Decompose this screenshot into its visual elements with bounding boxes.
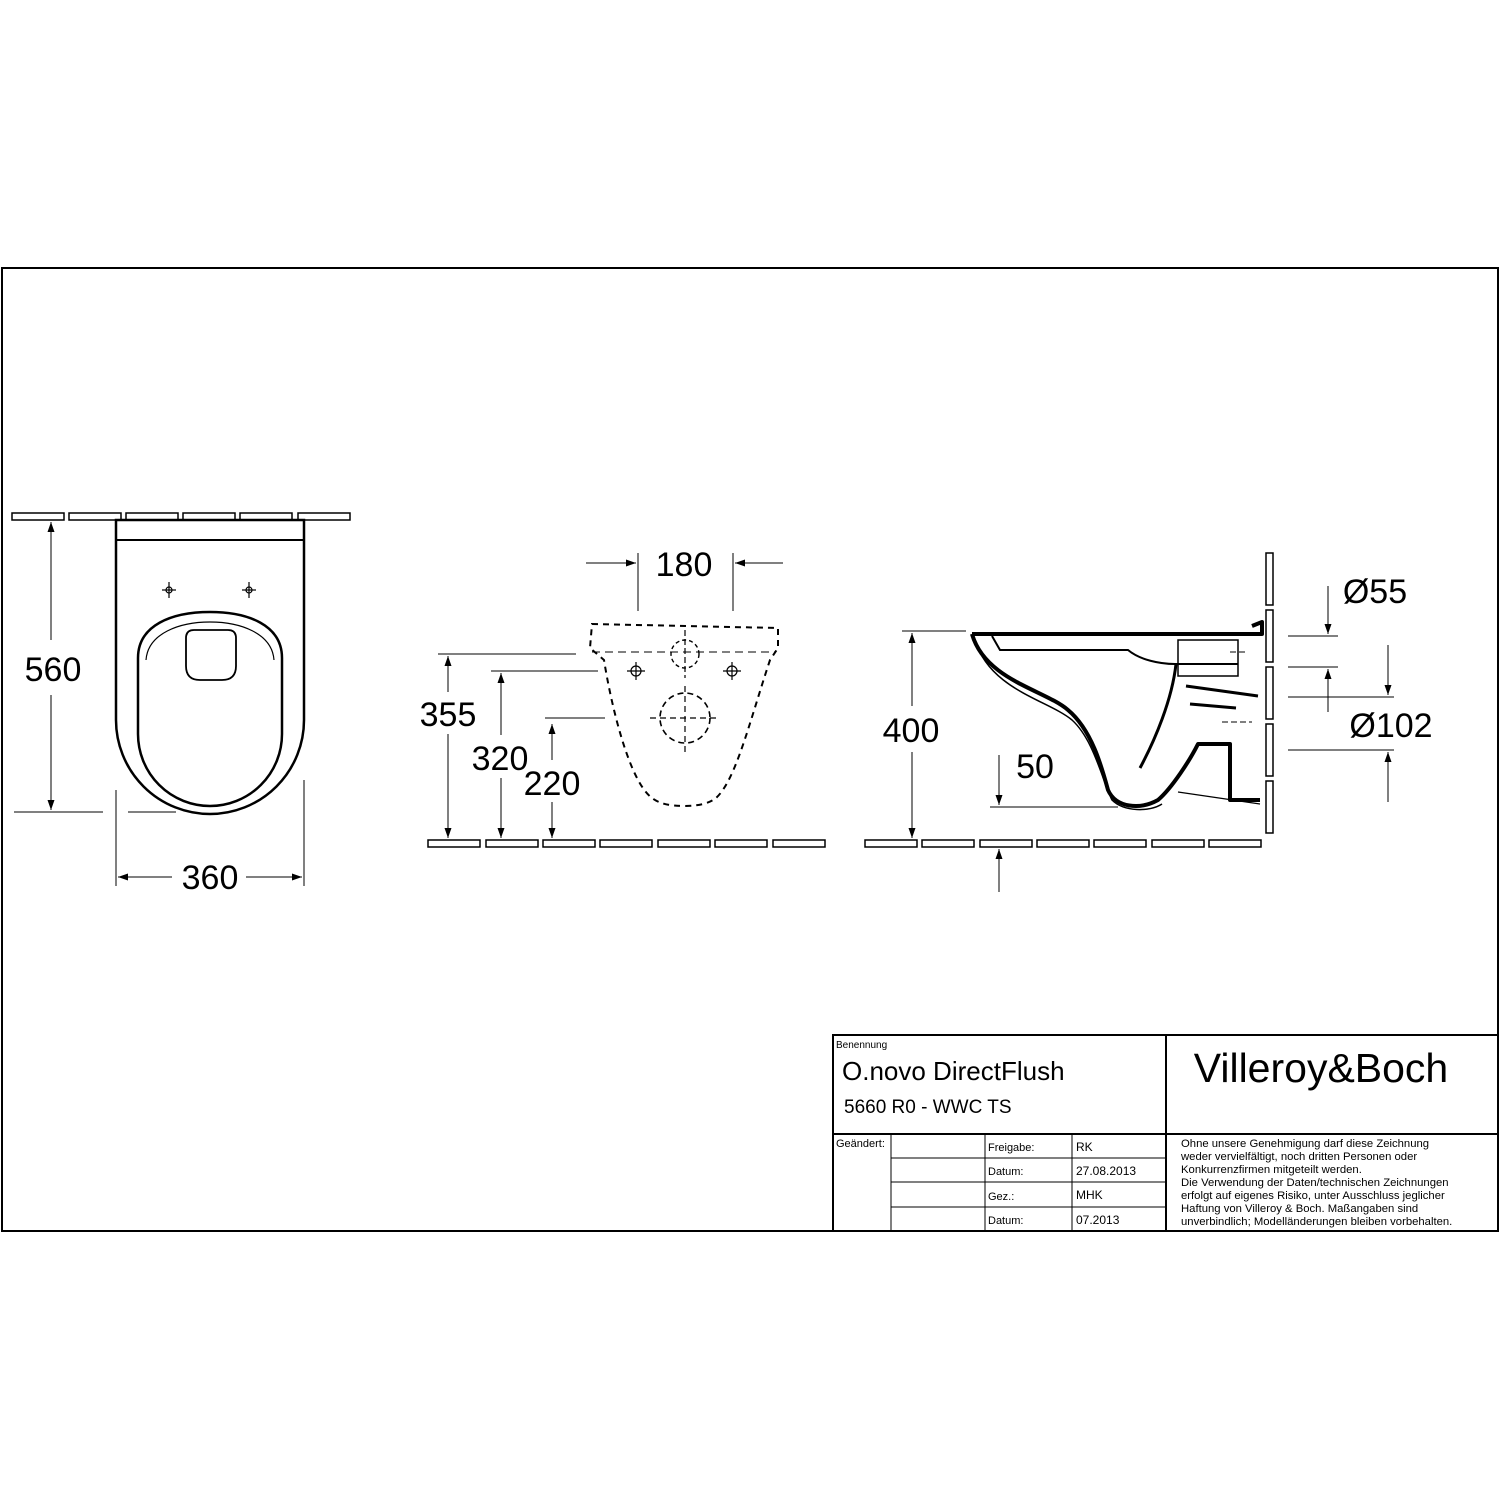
flush-plate-top (185, 629, 237, 681)
dimension-400 (902, 630, 966, 838)
dimension-label-220: 220 (524, 765, 581, 803)
label-geaendert: Geändert: (836, 1138, 885, 1150)
notice-line: Die Verwendung der Daten/technischen Zei… (1181, 1177, 1449, 1189)
bowl-outline-front (588, 622, 779, 808)
dimension-label-fixing: 180 (656, 546, 713, 584)
notice-line: Haftung von Villeroy & Boch. Maßangaben … (1181, 1203, 1418, 1215)
label-benennung: Benennung (836, 1040, 887, 1051)
dimension-label-d102: Ø102 (1349, 707, 1432, 745)
dimension-180 (586, 553, 783, 611)
bolt-icon (627, 662, 741, 680)
row-label-datum: Datum: (988, 1166, 1023, 1178)
notice-line: weder vervielfältigt, noch dritten Perso… (1180, 1151, 1417, 1163)
row-value-gez: MHK (1076, 1188, 1103, 1202)
dimension-label-320: 320 (472, 740, 529, 778)
product-name: O.novo DirectFlush (842, 1056, 1065, 1086)
dimension-d102 (1288, 645, 1394, 802)
floor-hatch-side (864, 839, 1262, 848)
row-label-datum-2: Datum: (988, 1215, 1023, 1227)
bowl-outline-top (114, 518, 306, 816)
dimension-label-width: 360 (182, 859, 239, 897)
dimension-label-355: 355 (420, 696, 477, 734)
dimension-label-offset: 50 (1016, 748, 1054, 786)
notice-line: Konkurrenzfirmen mitgeteilt werden. (1181, 1164, 1362, 1176)
dimension-560 (14, 522, 176, 813)
dimension-heights-front (438, 653, 605, 838)
notice-line: unverbindlich; Modelländerungen bleiben … (1181, 1216, 1452, 1228)
dimension-label-d55: Ø55 (1343, 573, 1407, 611)
article-number: 5660 R0 - WWC TS (844, 1097, 1012, 1118)
notice-line: Ohne unsere Genehmigung darf diese Zeich… (1181, 1138, 1429, 1150)
dimension-d55 (1288, 586, 1338, 712)
title-block: Benennung O.novo DirectFlush 5660 R0 - W… (832, 1034, 1499, 1232)
dimension-360 (115, 780, 305, 886)
legal-notice: Ohne unsere Genehmigung darf diese Zeich… (1180, 1138, 1452, 1228)
seat-outline-top (136, 610, 284, 808)
dimension-label-height: 400 (883, 712, 940, 750)
row-value-datum-2: 07.2013 (1076, 1213, 1120, 1227)
front-view: 180 355 320 220 (420, 546, 826, 848)
row-value-freigabe: RK (1076, 1140, 1093, 1154)
floor-hatch-front (427, 839, 826, 848)
row-label-freigabe: Freigabe: (988, 1142, 1034, 1154)
row-label-gez: Gez.: (988, 1191, 1014, 1203)
row-value-datum: 27.08.2013 (1076, 1164, 1136, 1178)
dimension-label-length: 560 (25, 651, 82, 689)
wall-hatch-side (1265, 552, 1274, 834)
top-view: 560 360 (11, 512, 351, 897)
brand-logo: Villeroy&Boch (1194, 1045, 1449, 1091)
dimension-50 (990, 755, 1118, 892)
fixing-point-icon (162, 582, 256, 598)
drawing-frame (1, 267, 1499, 1232)
side-view: 400 50 Ø55 Ø102 (864, 552, 1433, 892)
notice-line: erfolgt auf eigenes Risiko, unter Aussch… (1181, 1190, 1445, 1202)
